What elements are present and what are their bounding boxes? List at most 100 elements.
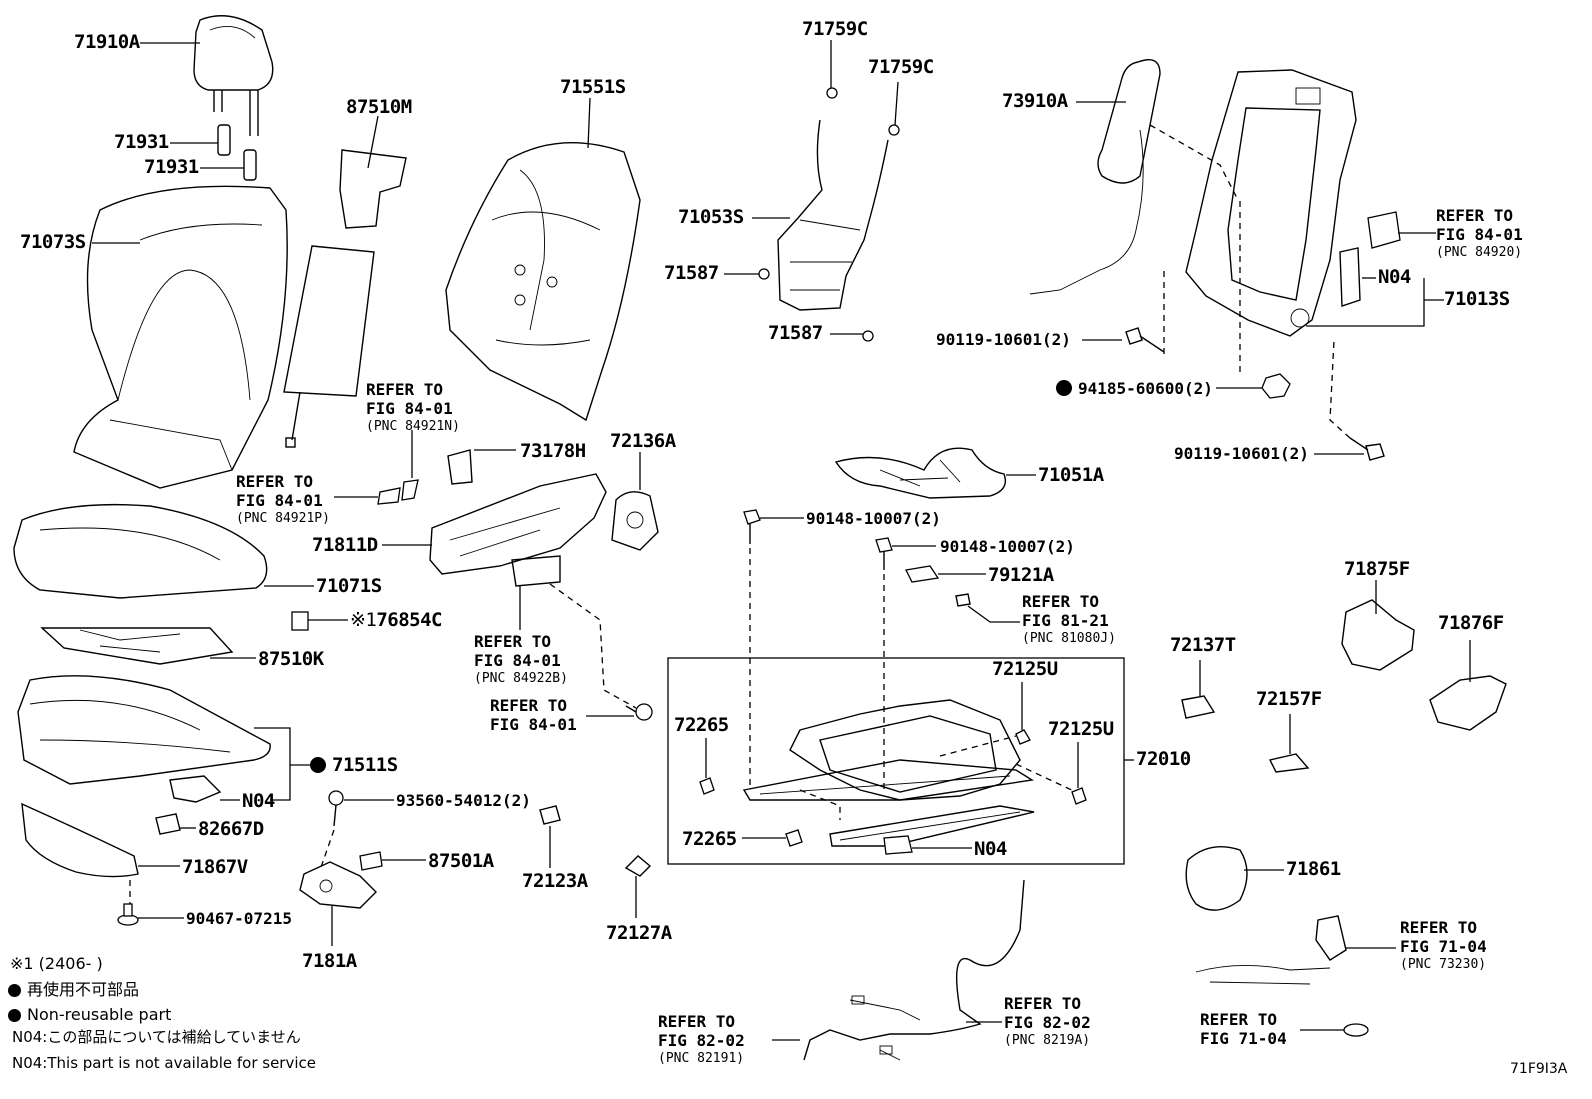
refer-82191-line1: REFER TO (658, 1012, 736, 1031)
label-N04-track[interactable]: N04 (974, 838, 1007, 860)
refer-84921P-line2: FIG 84-01 (236, 491, 323, 510)
label-79121A[interactable]: 79121A (988, 564, 1054, 586)
label-90467[interactable]: 90467-07215 (186, 909, 292, 928)
label-94185[interactable]: 94185-60600(2) (1056, 380, 1213, 397)
refer-84-01-bolt-line1: REFER TO (490, 696, 568, 715)
label-72265-lower[interactable]: 72265 (682, 828, 737, 850)
seat-track-box (667, 657, 1125, 865)
label-71876F[interactable]: 71876F (1438, 612, 1504, 634)
label-71931-upper[interactable]: 71931 (114, 131, 169, 153)
footnote-mark: ※1 (350, 609, 377, 631)
label-71073S[interactable]: 71073S (20, 231, 86, 253)
label-71910A[interactable]: 71910A (74, 31, 140, 53)
label-87510M[interactable]: 87510M (346, 96, 412, 118)
refer-82191-line2: FIG 82-02 (658, 1031, 745, 1050)
label-87501A[interactable]: 87501A (428, 850, 494, 872)
refer-8219A-line2: FIG 82-02 (1004, 1013, 1091, 1032)
label-90148-right[interactable]: 90148-10007(2) (940, 537, 1075, 556)
label-71013S[interactable]: 71013S (1444, 288, 1510, 310)
label-72010[interactable]: 72010 (1136, 748, 1191, 770)
bolt-90119b-drawing (1349, 437, 1385, 461)
label-71875F[interactable]: 71875F (1344, 558, 1410, 580)
label-90119-lower[interactable]: 90119-10601(2) (1174, 444, 1309, 463)
refer-84920[interactable]: REFER TO FIG 84-01 (PNC 84920) (1436, 206, 1523, 260)
label-73910A[interactable]: 73910A (1002, 90, 1068, 112)
label-72157F[interactable]: 72157F (1256, 688, 1322, 710)
refer-84920-pnc: (PNC 84920) (1436, 245, 1523, 260)
bolt-90148a-drawing (743, 509, 761, 544)
label-76854C[interactable]: ※176854C (350, 611, 442, 630)
label-71051A[interactable]: 71051A (1038, 464, 1104, 486)
seat-wire-harness-drawing (803, 879, 1025, 1061)
refer-8219A[interactable]: REFER TO FIG 82-02 (PNC 8219A) (1004, 994, 1091, 1048)
label-72137T[interactable]: 72137T (1170, 634, 1236, 656)
refer-84921N-pnc: (PNC 84921N) (366, 419, 460, 434)
nonreusable-dot-icon (8, 984, 21, 997)
label-72125U-right[interactable]: 72125U (1048, 718, 1114, 740)
nonreusable-dot-icon (8, 1009, 21, 1022)
refer-84921N[interactable]: REFER TO FIG 84-01 (PNC 84921N) (366, 382, 460, 434)
label-76854C-text: 76854C (376, 609, 442, 631)
refer-84920-line1: REFER TO (1436, 206, 1514, 225)
refer-84-01-bolt[interactable]: REFER TO FIG 84-01 (490, 698, 577, 733)
seat-cushion-pad-drawing (17, 675, 271, 785)
back-board-drawing (758, 87, 900, 342)
label-71587-upper[interactable]: 71587 (664, 262, 719, 284)
label-N04-recliner[interactable]: N04 (1378, 266, 1411, 288)
label-72136A[interactable]: 72136A (610, 430, 676, 452)
refer-84922B[interactable]: REFER TO FIG 84-01 (PNC 84922B) (474, 634, 568, 686)
refer-71-04-lower-line1: REFER TO (1200, 1010, 1278, 1029)
refer-82191[interactable]: REFER TO FIG 82-02 (PNC 82191) (658, 1012, 745, 1066)
bolt-90119a-drawing (1125, 327, 1165, 353)
legend-n04-en: N04:This part is not available for servi… (12, 1054, 316, 1072)
refer-73230-line2: FIG 71-04 (1400, 937, 1487, 956)
label-72127A[interactable]: 72127A (606, 922, 672, 944)
label-71587-lower[interactable]: 71587 (768, 322, 823, 344)
refer-71-04-lower-line2: FIG 71-04 (1200, 1029, 1287, 1048)
label-72123A[interactable]: 72123A (522, 870, 588, 892)
label-73178H[interactable]: 73178H (520, 440, 586, 462)
label-71053S[interactable]: 71053S (678, 206, 744, 228)
label-82667D[interactable]: 82667D (198, 818, 264, 840)
label-71861[interactable]: 71861 (1286, 858, 1341, 880)
refer-81080J-line2: FIG 81-21 (1022, 611, 1109, 630)
label-71511S[interactable]: 71511S (310, 756, 398, 775)
bolt-90148b-drawing (875, 537, 893, 570)
refer-84921P-line1: REFER TO (236, 472, 314, 491)
label-72265-upper[interactable]: 72265 (674, 714, 729, 736)
label-87510K[interactable]: 87510K (258, 648, 324, 670)
seat-cushion-frame-drawing (429, 473, 607, 587)
label-N04-cushion[interactable]: N04 (242, 790, 275, 812)
refer-8219A-line1: REFER TO (1004, 994, 1082, 1013)
refer-71-04-lower[interactable]: REFER TO FIG 71-04 (1200, 1012, 1287, 1047)
label-71759C-left[interactable]: 71759C (802, 18, 868, 40)
legend-nonreusable-en-text: Non-reusable part (27, 1005, 172, 1024)
label-7181A[interactable]: 7181A (302, 950, 357, 972)
label-71511S-text: 71511S (332, 754, 398, 776)
refer-8219A-pnc: (PNC 8219A) (1004, 1033, 1091, 1048)
label-71811D[interactable]: 71811D (312, 534, 378, 556)
label-93560[interactable]: 93560-54012(2) (396, 791, 531, 810)
nonreusable-dot-icon (1056, 380, 1072, 396)
label-71867V[interactable]: 71867V (182, 856, 248, 878)
legend-date-note: ※1 (2406- ) (10, 954, 103, 973)
label-71759C-right[interactable]: 71759C (868, 56, 934, 78)
refer-84-01-bolt-line2: FIG 84-01 (490, 715, 577, 734)
label-90148-left[interactable]: 90148-10007(2) (806, 509, 941, 528)
screw-93560-drawing (328, 790, 344, 827)
refer-84921N-line2: FIG 84-01 (366, 399, 453, 418)
label-71551S[interactable]: 71551S (560, 76, 626, 98)
label-71071S[interactable]: 71071S (316, 575, 382, 597)
refer-73230-line1: REFER TO (1400, 918, 1478, 937)
seatback-heater-drawing (283, 149, 407, 448)
label-90119-upper[interactable]: 90119-10601(2) (936, 330, 1071, 349)
refer-73230[interactable]: REFER TO FIG 71-04 (PNC 73230) (1400, 918, 1487, 972)
seat-cushion-cover-drawing (13, 503, 268, 599)
refer-81080J[interactable]: REFER TO FIG 81-21 (PNC 81080J) (1022, 594, 1116, 646)
seat-spring-wire-drawing (834, 447, 1007, 499)
refer-84921P[interactable]: REFER TO FIG 84-01 (PNC 84921P) (236, 472, 330, 526)
side-airbag-drawing (1029, 59, 1161, 295)
label-72125U-upper[interactable]: 72125U (992, 658, 1058, 680)
label-71931-lower[interactable]: 71931 (144, 156, 199, 178)
